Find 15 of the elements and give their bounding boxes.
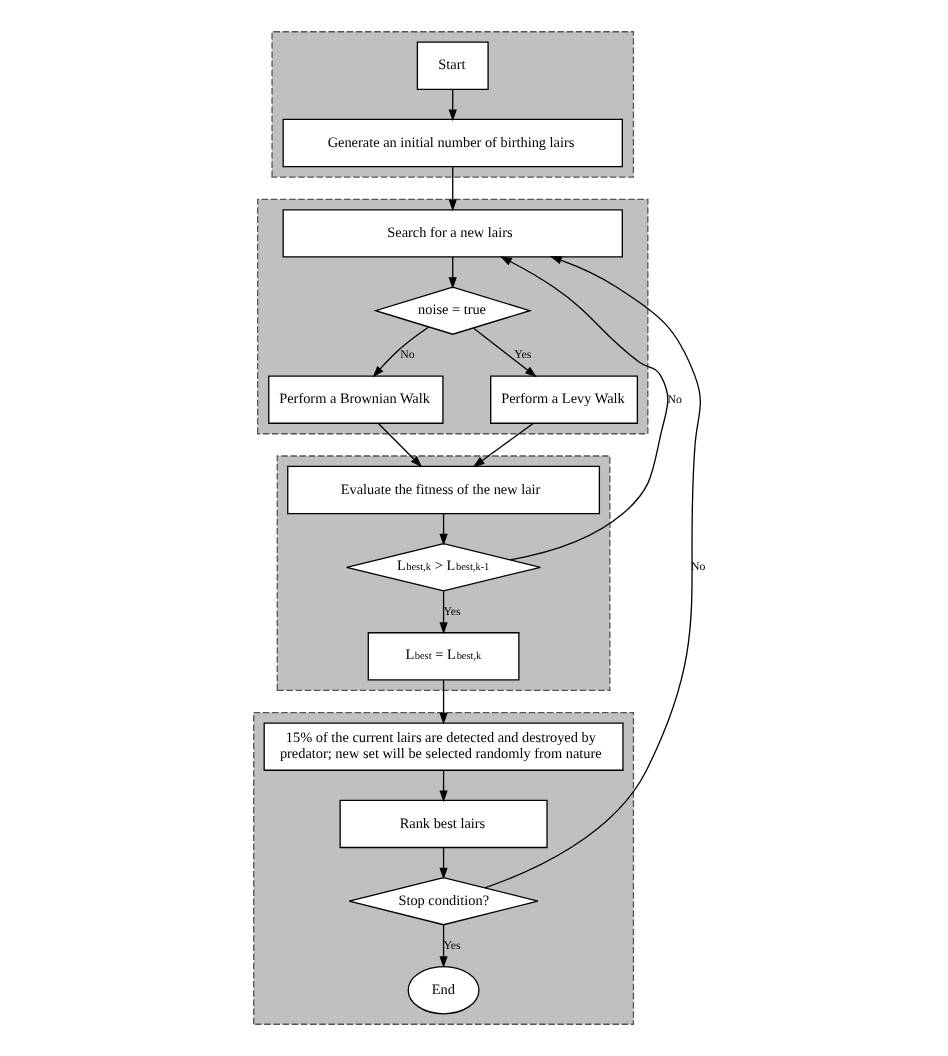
arrow (438, 769, 447, 803)
arrow (438, 846, 447, 880)
arrow (371, 326, 429, 378)
arrow (483, 256, 700, 889)
arrow (447, 88, 456, 122)
arrow (472, 327, 536, 378)
arrow (447, 256, 456, 289)
arrow (499, 256, 668, 561)
arrow (438, 513, 447, 546)
arrow (447, 166, 456, 212)
arrow (376, 422, 422, 468)
cluster (270, 31, 634, 178)
arrow (438, 679, 447, 725)
arrow (438, 590, 447, 635)
arrow (438, 924, 447, 969)
